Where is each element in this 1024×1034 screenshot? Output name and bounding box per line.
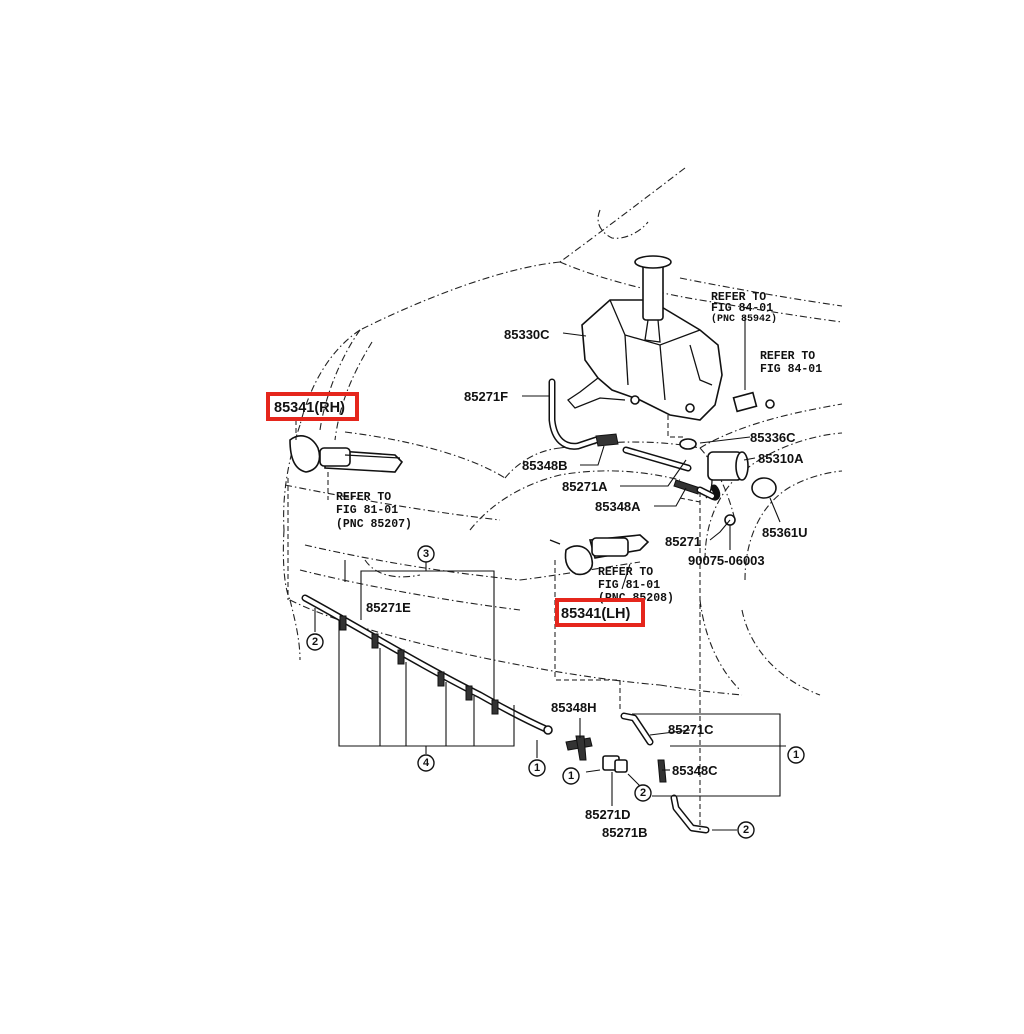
label-85348A: 85348A (595, 499, 641, 514)
label-85341-rh: 85341(RH) (274, 400, 345, 416)
refer-note-3-line-2: FIG 81-01 (336, 504, 398, 517)
label-85271B: 85271B (602, 825, 648, 840)
svg-text:2: 2 (312, 636, 318, 648)
refer-note-4-line-1: REFER TO (598, 566, 653, 579)
part-labels: 85330C 85271F 85348B 85271A 85348A 85271… (366, 327, 808, 840)
refer-note-2-line-2: FIG 84-01 (760, 363, 822, 376)
refer-note-2-line-1: REFER TO (760, 350, 815, 363)
callout-3: 3 (417, 545, 435, 563)
callout-1-right: 1 (787, 746, 805, 764)
label-85271A: 85271A (562, 479, 608, 494)
callout-2-bottom: 2 (737, 821, 755, 839)
svg-text:2: 2 (640, 787, 646, 799)
callout-4: 4 (417, 754, 435, 772)
label-85271E: 85271E (366, 600, 411, 615)
label-85271: 85271 (665, 534, 701, 549)
washer-pump-group (679, 438, 777, 526)
svg-text:4: 4 (423, 757, 430, 769)
highlight-box-lh (555, 598, 645, 627)
highlight-rh: 85341(RH) (266, 392, 359, 421)
highlight-box-rh (266, 392, 359, 421)
refer-note-1-line-1: REFER TO (711, 291, 766, 304)
lower-fittings (565, 712, 710, 834)
refer-note-1-line-2: FIG 84-01 (711, 302, 773, 315)
vehicle-body-outline (282, 167, 843, 696)
label-85271F: 85271F (464, 389, 508, 404)
callouts: 3 2 4 1 1 2 1 2 (306, 545, 805, 839)
label-85336C: 85336C (750, 430, 796, 445)
callout-2-left: 2 (306, 633, 324, 651)
refer-note-4-line-2: FIG 81-01 (598, 579, 660, 592)
hose-lines (548, 378, 721, 501)
callout-2-fitting: 2 (634, 784, 652, 802)
svg-text:1: 1 (568, 770, 574, 782)
label-90075-06003: 90075-06003 (688, 553, 765, 568)
label-85348H: 85348H (551, 700, 597, 715)
label-85348B: 85348B (522, 458, 568, 473)
label-85310A: 85310A (758, 451, 804, 466)
callout-1-fitting: 1 (562, 767, 580, 785)
svg-text:1: 1 (534, 762, 540, 774)
nozzle-bar (301, 594, 553, 735)
highlight-lh: 85341(LH) (555, 598, 645, 627)
lh-washer-nozzle (549, 534, 650, 576)
label-85348C: 85348C (672, 763, 718, 778)
label-85271C: 85271C (668, 722, 714, 737)
dashed-guides (287, 415, 701, 830)
label-85330C: 85330C (504, 327, 550, 342)
label-85271D: 85271D (585, 807, 631, 822)
svg-text:3: 3 (423, 548, 429, 560)
refer-note-3-line-1: REFER TO (336, 491, 391, 504)
washer-tank (567, 255, 775, 421)
callout-1-bar: 1 (528, 759, 546, 777)
label-85361U: 85361U (762, 525, 808, 540)
refer-notes: REFER TO FIG 84-01 (PNC 85942) REFER TO … (336, 291, 822, 605)
refer-note-3-line-3: (PNC 85207) (336, 518, 412, 531)
group-brackets (314, 562, 786, 831)
rh-washer-nozzle (289, 435, 404, 473)
svg-text:2: 2 (743, 824, 749, 836)
refer-note-1-line-3: (PNC 85942) (711, 313, 777, 325)
leader-lines (344, 316, 781, 806)
svg-text:1: 1 (793, 749, 799, 761)
label-85341-lh: 85341(LH) (561, 606, 630, 622)
